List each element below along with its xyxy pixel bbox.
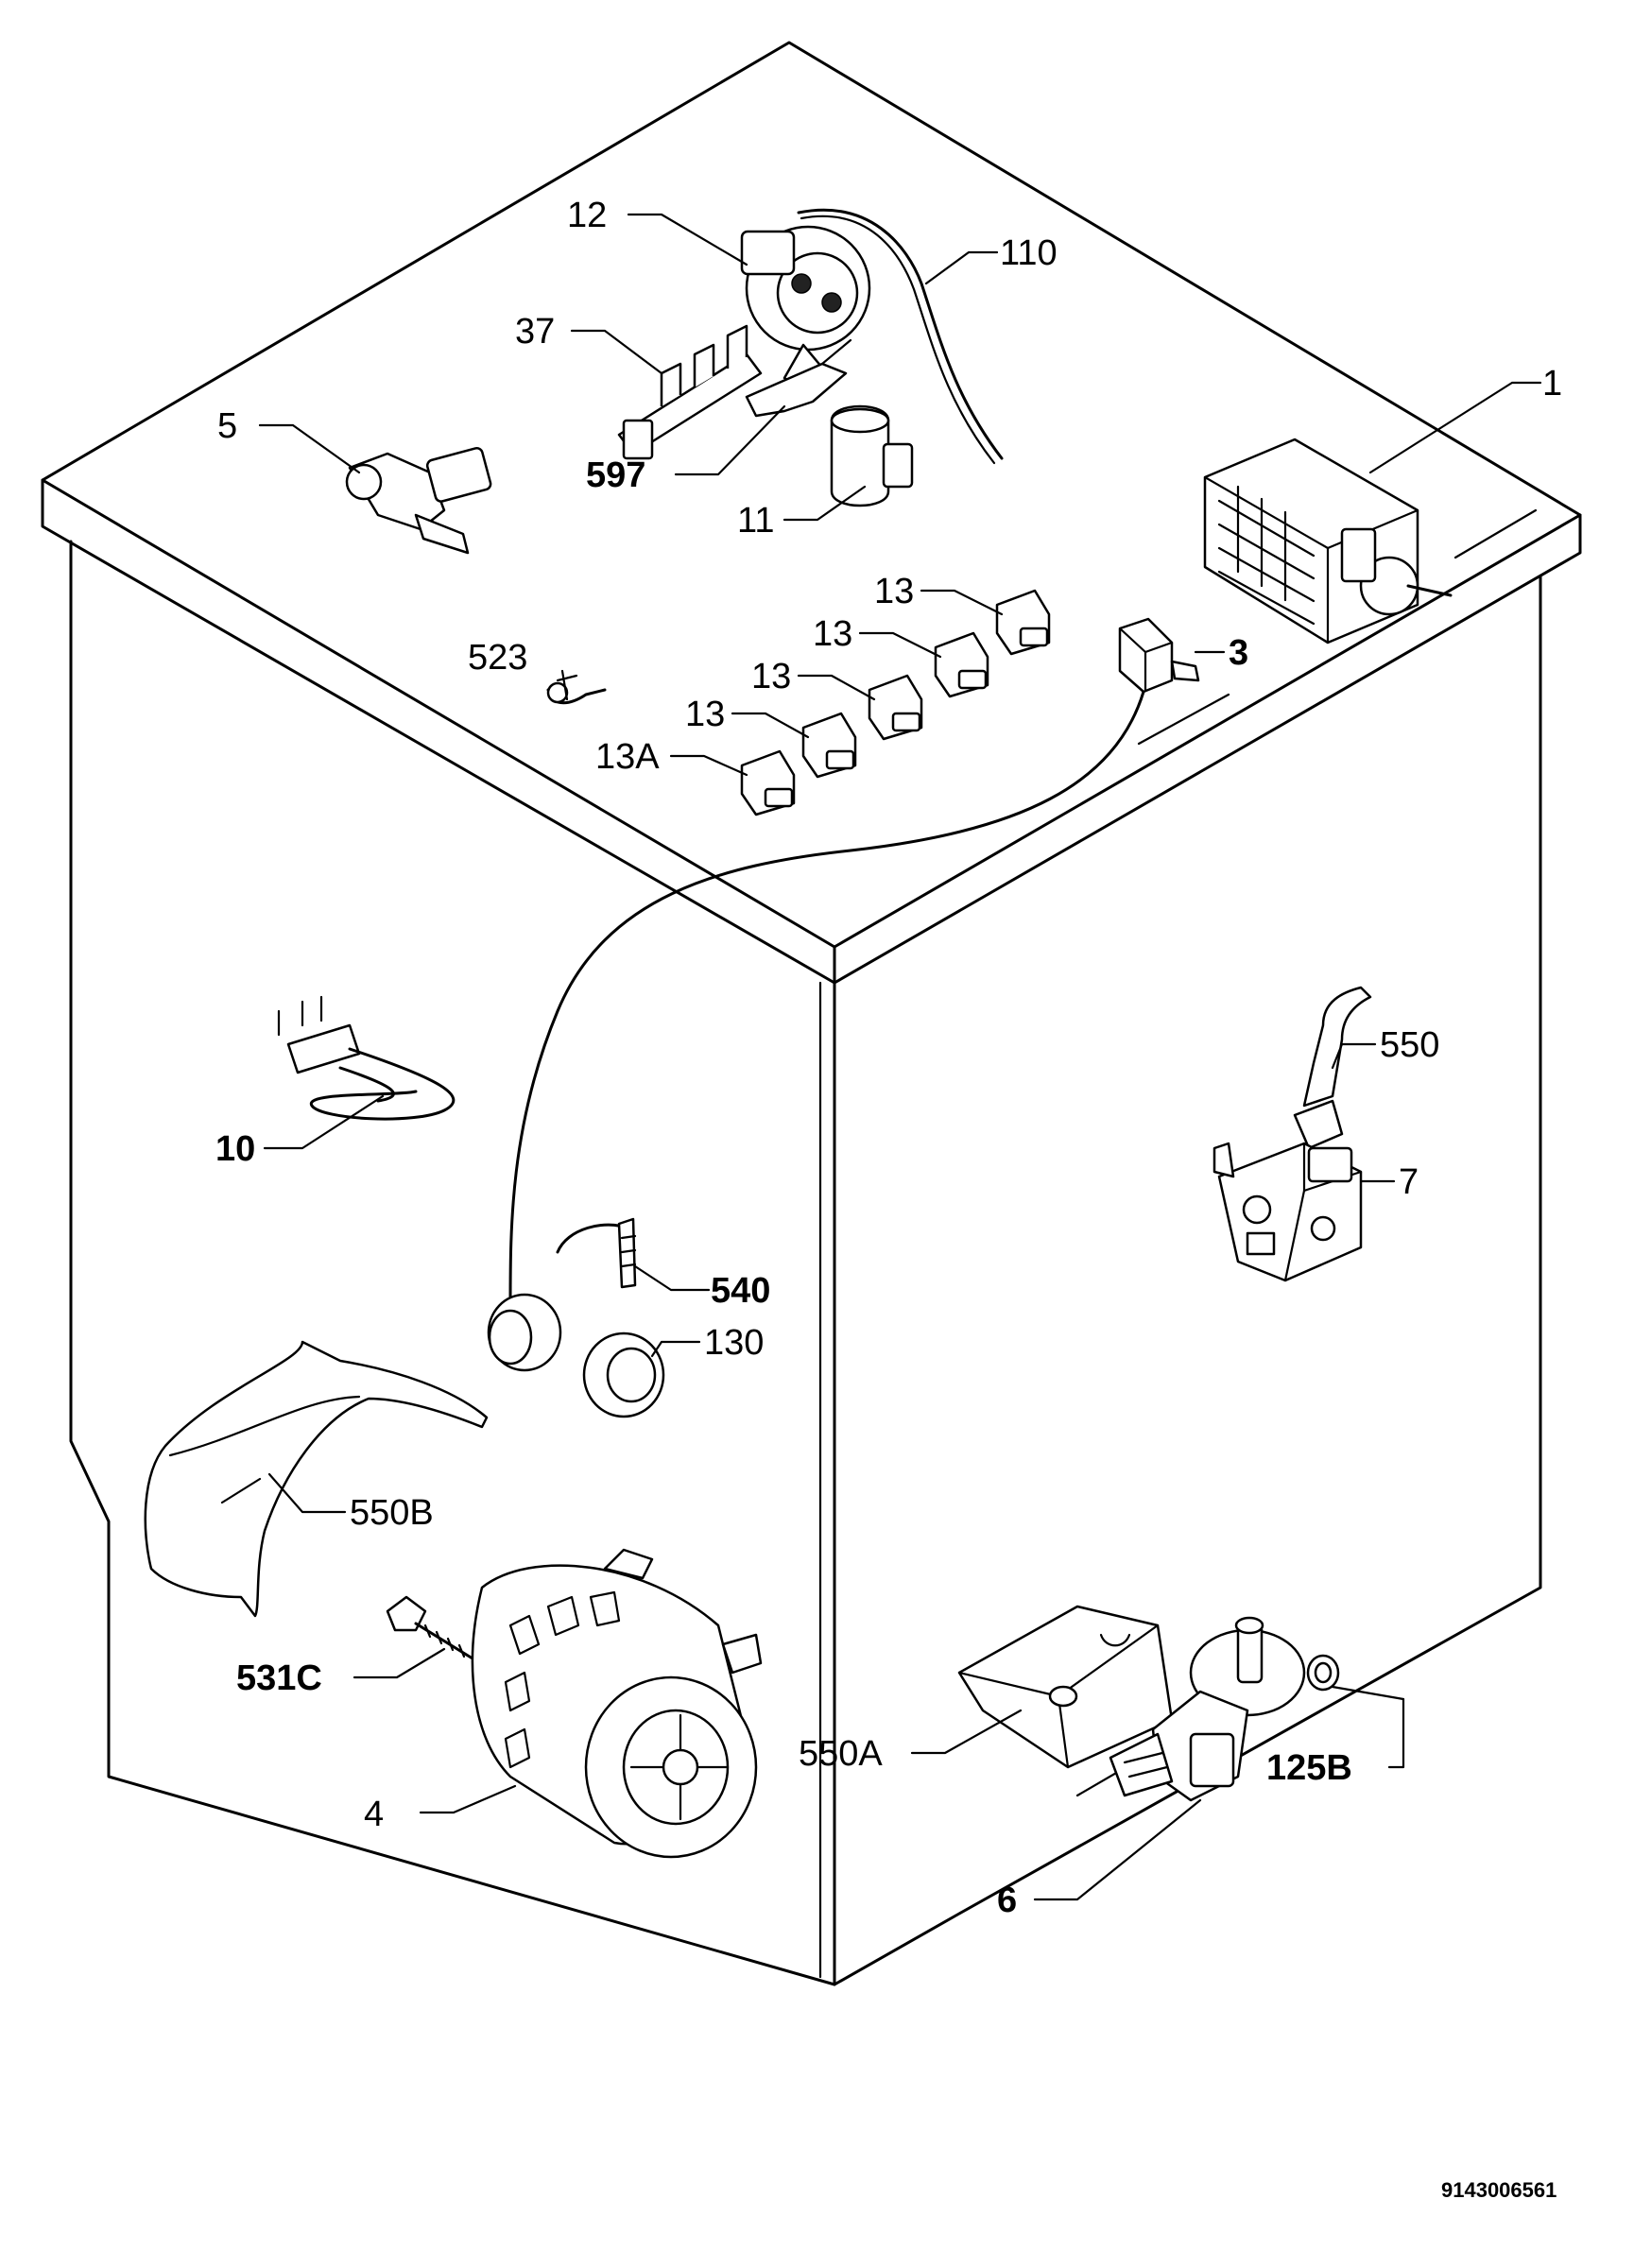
clip-part — [546, 669, 607, 705]
drain-pump-part — [1109, 1616, 1306, 1802]
label-10: 10 — [215, 1129, 255, 1169]
label-13-fourth: 13 — [685, 695, 725, 734]
heater-element-part — [277, 995, 456, 1121]
label-4: 4 — [364, 1795, 384, 1834]
connector-13-fourth — [801, 712, 857, 779]
label-11: 11 — [737, 501, 774, 541]
label-13-top: 13 — [874, 572, 914, 611]
leader-lines — [258, 213, 1542, 1901]
label-7: 7 — [1399, 1162, 1419, 1202]
part-labels: 1 3 4 5 6 7 10 11 12 13 13 13 13 13A 37 … — [215, 196, 1562, 2202]
terminal-block-part — [617, 324, 763, 460]
motor-part — [471, 1548, 763, 1859]
door-lock-lever-part — [1293, 986, 1372, 1150]
label-531C: 531C — [236, 1658, 322, 1698]
label-125B: 125B — [1266, 1748, 1352, 1788]
pressure-hose-part — [797, 208, 1004, 465]
label-37: 37 — [515, 312, 555, 352]
label-597: 597 — [586, 455, 645, 495]
motor-cover-part — [144, 1340, 489, 1618]
label-13-third: 13 — [751, 657, 791, 696]
label-550: 550 — [1380, 1025, 1439, 1065]
connector-13-second — [934, 631, 989, 698]
pump-cover-part — [957, 1605, 1174, 1769]
label-110: 110 — [1000, 233, 1058, 273]
grommet-part — [487, 1293, 562, 1372]
label-13A: 13A — [595, 737, 660, 777]
reference-number: 9143006561 — [1441, 2178, 1556, 2202]
label-1: 1 — [1542, 364, 1562, 404]
screw-part — [386, 1595, 474, 1660]
label-130: 130 — [704, 1323, 764, 1363]
connector-13A — [740, 749, 796, 816]
label-523: 523 — [468, 638, 527, 678]
grommet-130-part — [582, 1332, 665, 1418]
label-6: 6 — [997, 1881, 1017, 1920]
label-13-second: 13 — [813, 614, 852, 654]
connector-13-top — [995, 589, 1051, 656]
capacitor-part — [830, 404, 914, 507]
label-12: 12 — [567, 196, 607, 235]
programmer-timer-part — [1203, 438, 1453, 644]
clamp-part — [556, 1217, 637, 1289]
label-540: 540 — [711, 1271, 770, 1311]
bracket-part — [745, 338, 852, 418]
cabinet-outline — [41, 41, 1582, 1986]
label-550B: 550B — [350, 1493, 434, 1533]
inlet-valve-part — [345, 447, 492, 555]
switch-part — [508, 617, 1200, 1306]
seal-ring-part — [1306, 1654, 1340, 1692]
label-550A: 550A — [799, 1734, 883, 1774]
label-5: 5 — [217, 406, 237, 446]
door-lock-part — [1212, 1142, 1363, 1282]
label-3: 3 — [1229, 633, 1248, 673]
connector-13-third — [868, 674, 923, 741]
connector-parts — [740, 589, 1051, 816]
